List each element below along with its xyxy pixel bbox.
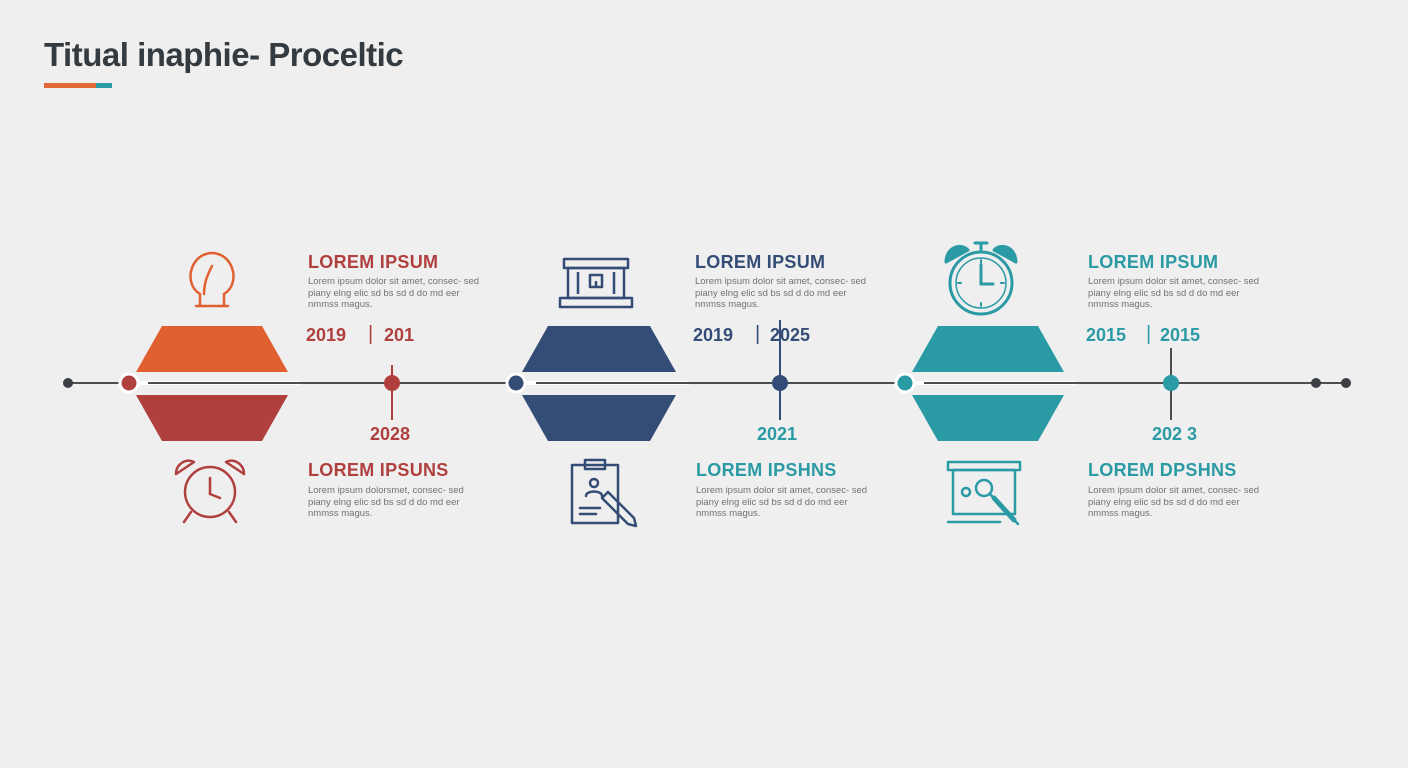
stage-3-year-left: 2015 <box>1086 325 1127 345</box>
stage-1-start-node <box>118 372 140 394</box>
stage-2-bottom-body: Lorem ipsum dolor sit amet, consec- sed … <box>696 485 868 519</box>
stage-1-bottom-body: Lorem ipsum dolorsmet, consec- sed piany… <box>308 485 464 519</box>
stage-1-year-left: 2019 <box>306 325 347 345</box>
stage-3-year-separator: | <box>1146 323 1152 345</box>
stage-1-year-node <box>384 375 400 391</box>
stage-2-year-right: 2025 <box>770 325 811 345</box>
timeline-end-dot-2 <box>1341 378 1351 388</box>
stage-2-year-left: 2019 <box>693 325 734 345</box>
stage-3-bottom-heading: LOREM DPSHNS <box>1088 460 1237 480</box>
stage-3-year-bottom: 202 3 <box>1152 424 1198 444</box>
clipboard-pencil-icon <box>570 458 638 528</box>
timeline-start-dot <box>63 378 73 388</box>
stage-1-hexagon-bottom <box>136 395 288 441</box>
stopwatch-icon <box>944 241 1018 316</box>
stage-3-bottom-body: Lorem ipsum dolor sit amet, consec- sed … <box>1088 485 1260 519</box>
stage-3-hexagon-top <box>912 326 1064 372</box>
stage-2-year-bottom: 2021 <box>757 424 798 444</box>
stage-3-year-right: 2015 <box>1160 325 1201 345</box>
stage-1-top-body: Lorem ipsum dolor sit amet, consec- sed … <box>308 276 480 310</box>
stage-2-start-node <box>505 372 527 394</box>
alarm-clock-icon <box>174 459 246 524</box>
stage-1-year-right: 201 <box>384 325 415 345</box>
stage-1 <box>118 251 400 524</box>
stage-3-year-node <box>1163 375 1179 391</box>
lightbulb-icon <box>189 251 235 308</box>
stage-3 <box>894 241 1179 526</box>
title-underline-accent <box>44 83 96 88</box>
page-title: Titual inaphie- Proceltic <box>44 36 404 73</box>
stage-1-year-bottom: 2028 <box>370 424 411 444</box>
stage-2-bottom-heading: LOREM IPSHNS <box>696 460 837 480</box>
stage-2-top-body: Lorem ipsum dolor sit amet, consec- sed … <box>695 276 867 310</box>
stage-2 <box>505 257 788 528</box>
stage-2-hexagon-bottom <box>522 395 676 441</box>
building-icon <box>558 257 634 309</box>
stage-2-top-heading: LOREM IPSUM <box>695 252 826 272</box>
stage-2-year-node <box>772 375 788 391</box>
stage-1-top-heading: LOREM IPSUM <box>308 252 439 272</box>
stage-2-year-separator: | <box>755 323 761 345</box>
timeline-end-dot-1 <box>1311 378 1321 388</box>
stage-1-year-separator: | <box>368 323 374 345</box>
presentation-board-icon <box>946 460 1022 526</box>
stage-1-bottom-heading: LOREM IPSUNS <box>308 460 449 480</box>
stage-3-start-node <box>894 372 916 394</box>
stage-2-hexagon-top <box>522 326 676 372</box>
title-underline-secondary <box>96 83 112 88</box>
stage-3-hexagon-bottom <box>912 395 1064 441</box>
stage-1-hexagon-top <box>136 326 288 372</box>
stage-3-top-heading: LOREM IPSUM <box>1088 252 1219 272</box>
stage-3-top-body: Lorem ipsum dolor sit amet, consec- sed … <box>1088 276 1260 310</box>
